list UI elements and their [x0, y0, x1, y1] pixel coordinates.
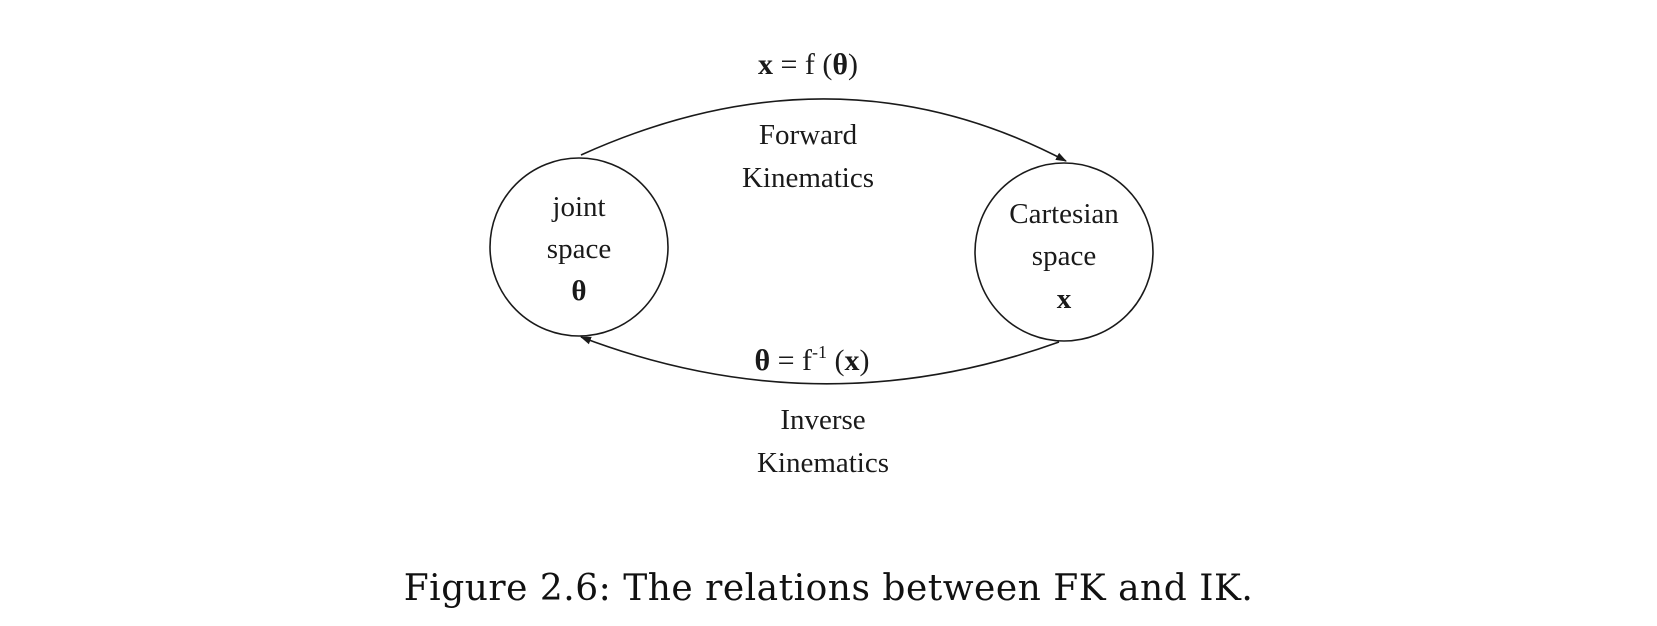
cartesian-space-label-line1: Cartesian	[1009, 198, 1119, 230]
cartesian-space-node	[974, 162, 1154, 342]
forward-equation-var: θ	[832, 48, 848, 81]
figure-caption: Figure 2.6: The relations between FK and…	[403, 568, 1254, 609]
forward-equation-eq: = f (	[773, 48, 832, 81]
inverse-equation: θ = f-1 (x)	[754, 342, 869, 377]
inverse-label-line2: Kinematics	[757, 447, 889, 479]
inverse-label-line1: Inverse	[780, 404, 865, 436]
inverse-equation-open: (	[827, 344, 845, 377]
forward-label-line2: Kinematics	[742, 162, 874, 194]
forward-equation-lhs: x	[758, 48, 773, 81]
forward-equation-close: )	[848, 48, 858, 81]
joint-space-label-line2: space	[547, 233, 611, 265]
inverse-equation-close: )	[860, 344, 870, 377]
inverse-kinematics-arrow	[580, 336, 1060, 385]
inverse-equation-eq: = f	[770, 344, 812, 377]
forward-label-line1: Forward	[759, 119, 858, 151]
joint-space-node	[489, 157, 669, 337]
forward-kinematics-arrow	[580, 98, 1067, 162]
inverse-equation-sup: -1	[812, 342, 827, 362]
forward-equation: x = f (θ)	[758, 48, 858, 81]
joint-space-label-line1: joint	[551, 191, 605, 223]
inverse-equation-var: x	[845, 344, 860, 377]
joint-space-symbol: θ	[571, 275, 586, 307]
inverse-equation-lhs: θ	[754, 344, 770, 377]
cartesian-space-symbol: x	[1057, 283, 1072, 315]
cartesian-space-label-line2: space	[1032, 240, 1096, 272]
